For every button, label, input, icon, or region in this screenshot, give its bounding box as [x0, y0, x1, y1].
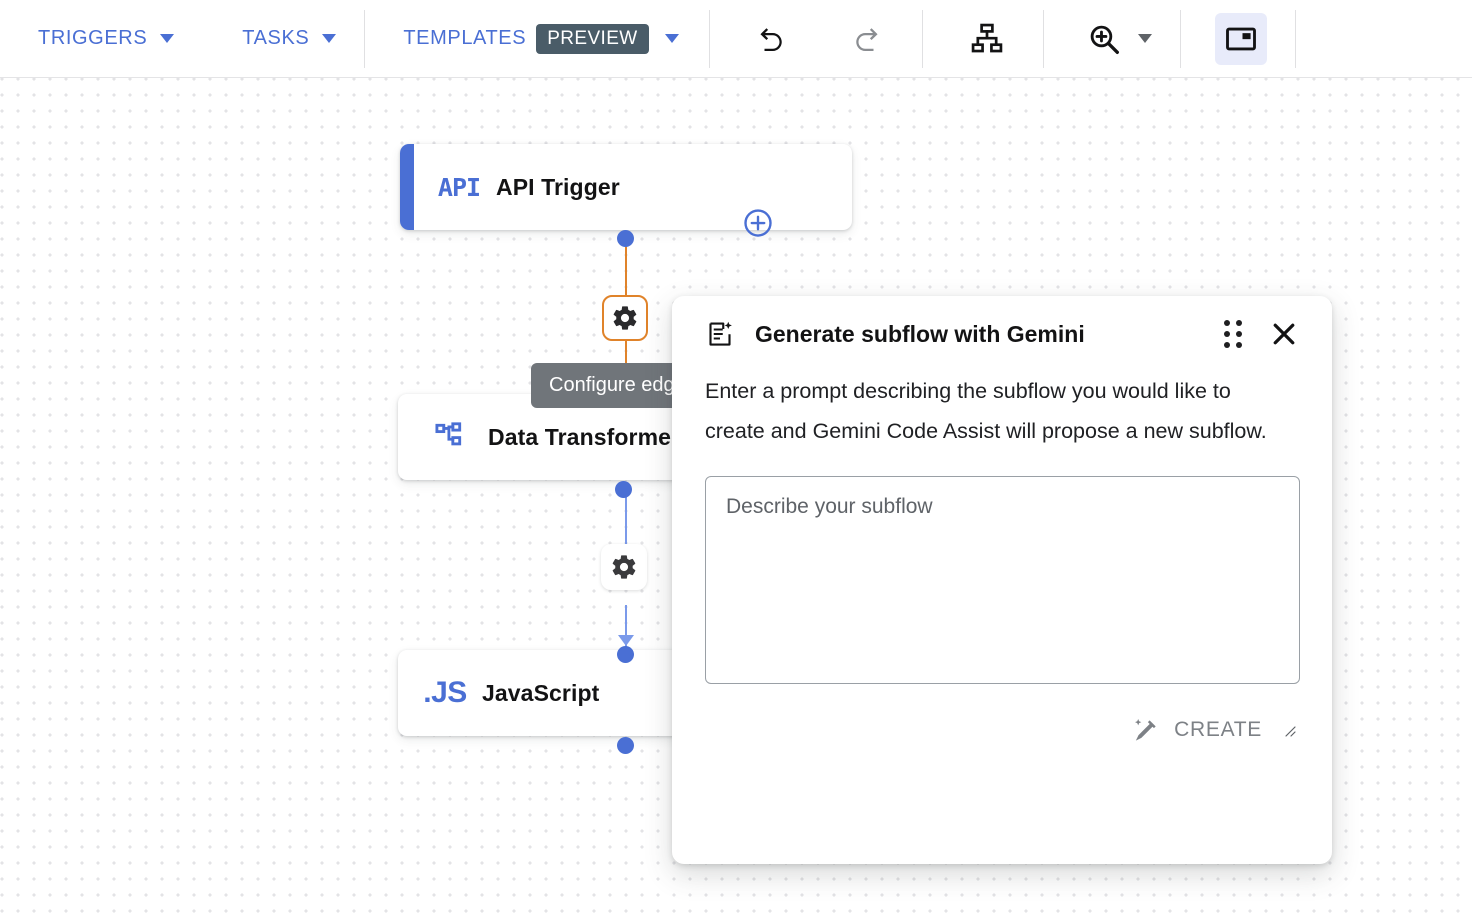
menu-templates[interactable]: TEMPLATES PREVIEW [403, 23, 679, 54]
configure-edge-button-1[interactable] [602, 295, 648, 341]
zoom-button[interactable] [1078, 13, 1130, 65]
panel-description: Enter a prompt describing the subflow yo… [705, 379, 1267, 443]
menu-tasks[interactable]: TASKS [242, 27, 337, 50]
edge-dt-to-js-line-upper[interactable] [625, 490, 627, 562]
panel-header-actions [1224, 319, 1299, 349]
add-node-button[interactable] [743, 208, 773, 243]
close-button[interactable] [1269, 319, 1299, 349]
create-button-label: CREATE [1174, 718, 1262, 742]
toolbar-divider [921, 9, 923, 68]
chevron-down-icon [664, 34, 679, 43]
plus-circle-icon [744, 209, 772, 237]
toolbar-divider [1294, 9, 1296, 68]
gear-icon [613, 306, 637, 330]
chevron-down-icon [322, 34, 337, 43]
node-api-trigger-output-dot[interactable] [617, 230, 634, 247]
gear-icon [612, 555, 636, 579]
node-data-transformer-output-dot[interactable] [615, 481, 632, 498]
menu-tasks-label: TASKS [242, 27, 310, 49]
toolbar-divider [1042, 9, 1044, 68]
picture-in-picture-icon [1225, 27, 1256, 50]
panel-title: Generate subflow with Gemini [755, 320, 1085, 347]
menu-triggers-label: TRIGGERS [38, 27, 148, 49]
auto-layout-button[interactable] [961, 13, 1013, 65]
org-chart-icon [971, 23, 1002, 52]
top-toolbar: TRIGGERS TASKS TEMPLATES PREVIEW [0, 0, 1472, 78]
undo-icon [760, 27, 782, 51]
data-transformer-icon [420, 419, 482, 455]
edge-arrowhead-icon [618, 635, 634, 646]
node-api-trigger[interactable]: API API Trigger [400, 144, 852, 230]
preview-badge: PREVIEW [536, 23, 649, 54]
document-sparkle-icon [705, 319, 735, 349]
redo-icon [855, 27, 878, 51]
create-button[interactable]: CREATE [1128, 710, 1266, 750]
toggle-panel-button[interactable] [1214, 12, 1267, 65]
redo-button[interactable] [840, 13, 892, 65]
magic-wand-icon [1132, 716, 1160, 744]
javascript-icon: .JS [423, 676, 467, 709]
chevron-down-icon [160, 34, 175, 43]
node-javascript-output-dot[interactable] [617, 737, 634, 754]
generate-subflow-panel: Generate subflow with Gemini Enter a pro… [672, 296, 1332, 864]
configure-edge-button-2[interactable] [601, 544, 647, 590]
edge-dt-to-js-line-lower[interactable] [625, 605, 627, 647]
node-accent-bar [400, 144, 414, 230]
subflow-description-input[interactable] [705, 476, 1300, 685]
close-icon [1273, 323, 1295, 345]
menu-templates-label: TEMPLATES [403, 27, 527, 49]
node-data-transformer-label: Data Transformer [488, 423, 681, 450]
drag-handle-icon[interactable] [1224, 320, 1242, 348]
node-javascript-label: JavaScript [482, 679, 600, 706]
zoom-in-icon [1090, 25, 1119, 54]
node-javascript-input-dot[interactable] [617, 646, 634, 663]
api-icon: API [437, 172, 481, 202]
toolbar-divider [364, 9, 366, 68]
panel-header: Generate subflow with Gemini [705, 296, 1299, 372]
chevron-down-icon[interactable] [1137, 34, 1152, 43]
panel-footer: CREATE [705, 710, 1299, 750]
menu-triggers[interactable]: TRIGGERS [38, 27, 175, 50]
undo-button[interactable] [746, 13, 798, 65]
node-api-trigger-label: API Trigger [496, 173, 620, 200]
toolbar-divider [708, 9, 710, 68]
toolbar-divider [1179, 9, 1181, 68]
zoom-control[interactable] [1044, 13, 1152, 65]
